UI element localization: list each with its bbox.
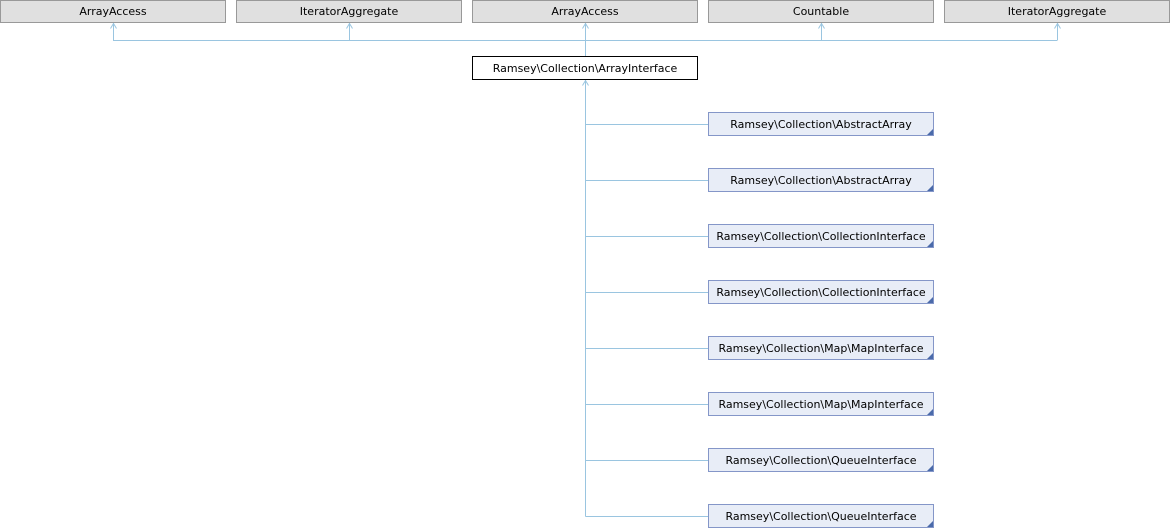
- parent-node-countable[interactable]: Countable: [708, 0, 934, 23]
- inheritance-arrow: [818, 22, 825, 29]
- child-node-collectioninterface-2[interactable]: Ramsey\Collection\CollectionInterface: [708, 280, 934, 304]
- parent-node-label: ArrayAccess: [551, 5, 619, 18]
- child-node-mapinterface-2[interactable]: Ramsey\Collection\Map\MapInterface: [708, 392, 934, 416]
- inheritance-arrow: [110, 22, 117, 29]
- child-node-abstractarray-1[interactable]: Ramsey\Collection\AbstractArray: [708, 112, 934, 136]
- parent-node-label: IteratorAggregate: [300, 5, 399, 18]
- child-node-label: Ramsey\Collection\Map\MapInterface: [718, 342, 923, 355]
- inheritance-arrow: [582, 79, 589, 86]
- center-node-label: Ramsey\Collection\ArrayInterface: [493, 62, 678, 75]
- child-node-label: Ramsey\Collection\CollectionInterface: [716, 286, 926, 299]
- child-node-mapinterface-1[interactable]: Ramsey\Collection\Map\MapInterface: [708, 336, 934, 360]
- child-node-label: Ramsey\Collection\QueueInterface: [725, 510, 916, 523]
- parent-node-iteratoraggregate-2[interactable]: IteratorAggregate: [944, 0, 1170, 23]
- child-node-label: Ramsey\Collection\CollectionInterface: [716, 230, 926, 243]
- child-node-queueinterface-2[interactable]: Ramsey\Collection\QueueInterface: [708, 504, 934, 528]
- parent-node-arrayaccess-1[interactable]: ArrayAccess: [0, 0, 226, 23]
- parent-node-label: Countable: [793, 5, 849, 18]
- center-node-arrayinterface: Ramsey\Collection\ArrayInterface: [472, 56, 698, 80]
- child-node-label: Ramsey\Collection\Map\MapInterface: [718, 398, 923, 411]
- child-node-label: Ramsey\Collection\AbstractArray: [730, 174, 912, 187]
- child-node-label: Ramsey\Collection\AbstractArray: [730, 118, 912, 131]
- parent-node-arrayaccess-2[interactable]: ArrayAccess: [472, 0, 698, 23]
- child-node-collectioninterface-1[interactable]: Ramsey\Collection\CollectionInterface: [708, 224, 934, 248]
- parent-node-label: IteratorAggregate: [1008, 5, 1107, 18]
- child-node-queueinterface-1[interactable]: Ramsey\Collection\QueueInterface: [708, 448, 934, 472]
- inheritance-arrow: [582, 22, 589, 29]
- parent-node-iteratoraggregate-1[interactable]: IteratorAggregate: [236, 0, 462, 23]
- child-node-abstractarray-2[interactable]: Ramsey\Collection\AbstractArray: [708, 168, 934, 192]
- child-node-label: Ramsey\Collection\QueueInterface: [725, 454, 916, 467]
- inheritance-arrow: [1054, 22, 1061, 29]
- inheritance-edges: [110, 22, 1061, 517]
- inheritance-arrow: [346, 22, 353, 29]
- parent-node-label: ArrayAccess: [79, 5, 147, 18]
